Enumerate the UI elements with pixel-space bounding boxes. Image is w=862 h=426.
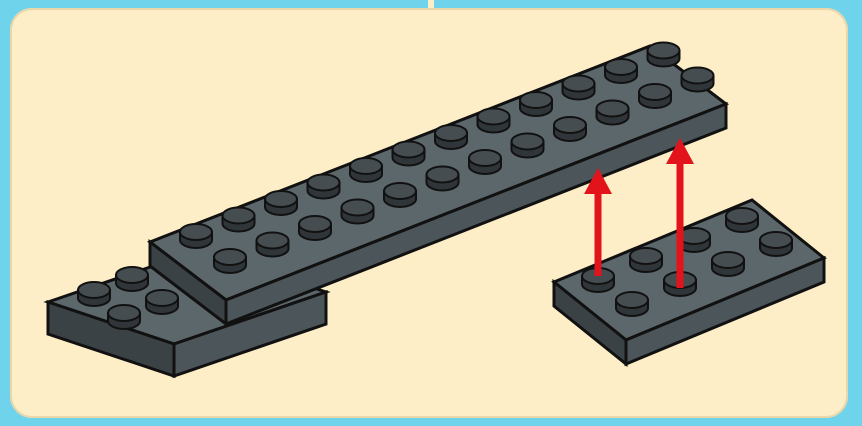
stud bbox=[391, 140, 426, 167]
stud bbox=[725, 207, 759, 233]
stud bbox=[629, 247, 663, 273]
stud bbox=[213, 248, 247, 274]
stud bbox=[476, 107, 511, 134]
stud bbox=[595, 99, 630, 126]
stud bbox=[615, 291, 649, 317]
stud bbox=[510, 132, 545, 159]
stud bbox=[383, 182, 417, 208]
stud bbox=[561, 74, 596, 101]
stud bbox=[759, 231, 793, 257]
stud bbox=[581, 267, 615, 293]
stud bbox=[298, 215, 332, 241]
stud bbox=[434, 124, 468, 150]
stud bbox=[425, 165, 460, 192]
stud bbox=[553, 116, 587, 142]
studs bbox=[77, 41, 793, 330]
stud bbox=[264, 190, 298, 216]
stud bbox=[145, 289, 179, 315]
stud bbox=[107, 304, 141, 330]
stud bbox=[680, 66, 715, 93]
stud bbox=[255, 231, 290, 258]
stud bbox=[221, 206, 256, 233]
frame-notch bbox=[428, 0, 434, 10]
stud bbox=[646, 41, 681, 68]
stud bbox=[306, 173, 341, 200]
stud bbox=[77, 281, 111, 307]
arrow-up-icon bbox=[584, 168, 612, 276]
stud bbox=[179, 223, 213, 249]
stud bbox=[604, 58, 638, 84]
stud bbox=[468, 149, 502, 175]
stud bbox=[711, 251, 745, 277]
stud bbox=[115, 266, 149, 292]
arrow-up-icon bbox=[666, 138, 694, 288]
stud bbox=[519, 91, 553, 117]
stud bbox=[349, 157, 383, 183]
stud bbox=[340, 198, 375, 225]
stud bbox=[638, 83, 672, 109]
